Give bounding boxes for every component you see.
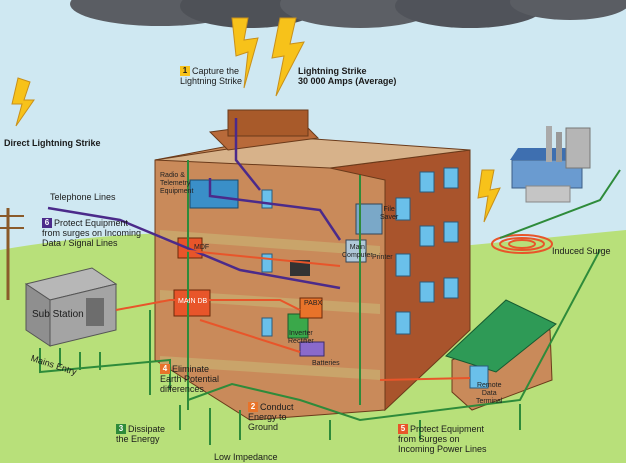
printer-label: Printer: [372, 254, 393, 261]
lightning-bolt-main: [231, 17, 305, 97]
remote-terminal-label: Remote Data Terminal: [476, 382, 503, 405]
lightning-bolt-direct: [11, 77, 35, 127]
inverter-label: Inverter Rectifier: [288, 330, 314, 345]
step-badge: 2: [248, 402, 258, 412]
ground-rods: [59, 348, 521, 445]
strike-label: Lightning Strike 30 000 Amps (Average): [298, 66, 397, 86]
step-badge: 5: [398, 424, 408, 434]
protect-data-text: Protect Equipment from surges on Incomin…: [42, 218, 142, 248]
power-wires: [115, 249, 471, 381]
substation-label: Sub Station: [32, 309, 84, 320]
telephone-lines-label: Telephone Lines: [50, 192, 116, 202]
step-badge: 3: [116, 424, 126, 434]
dissipate-text: Dissipate the Energy: [116, 424, 166, 444]
induced-surge-label: Induced Surge: [552, 246, 611, 256]
protect-power-text: Protect Equipment from Surges on Incomin…: [398, 424, 487, 454]
factory: [510, 126, 591, 203]
main-computer-label: Main Computer: [342, 244, 373, 259]
capture-text: Capture the Lightning Strike: [180, 66, 243, 86]
main-db-label: MAIN DB: [178, 298, 208, 305]
file-saver-label: File Saver: [380, 206, 399, 221]
step-badge: 4: [160, 364, 170, 374]
step-badge: 6: [42, 218, 52, 228]
main-building: [154, 109, 471, 421]
induced-surge-coil: [491, 234, 553, 254]
data-wires: [47, 118, 342, 290]
batteries-label: Batteries: [312, 360, 340, 367]
substation: [24, 267, 118, 347]
step-badge: 1: [180, 66, 190, 76]
eliminate-text: Eliminate Earth Potential differences: [160, 364, 220, 394]
earth-wires: [39, 160, 621, 422]
pabx-label: PABX: [304, 300, 323, 307]
conduct-text: Conduct Energy to Ground: [248, 402, 294, 432]
mdf-label: MDF: [194, 244, 210, 251]
remote-terminal-house: [445, 299, 557, 411]
low-impedance-label: Low Impedance: [214, 452, 278, 462]
lightning-bolt-induced: [477, 169, 501, 223]
power-pole: [0, 208, 24, 300]
direct-strike-label: Direct Lightning Strike: [4, 138, 101, 148]
radio-equipment-label: Radio & Telemetry Equipment: [160, 172, 194, 195]
